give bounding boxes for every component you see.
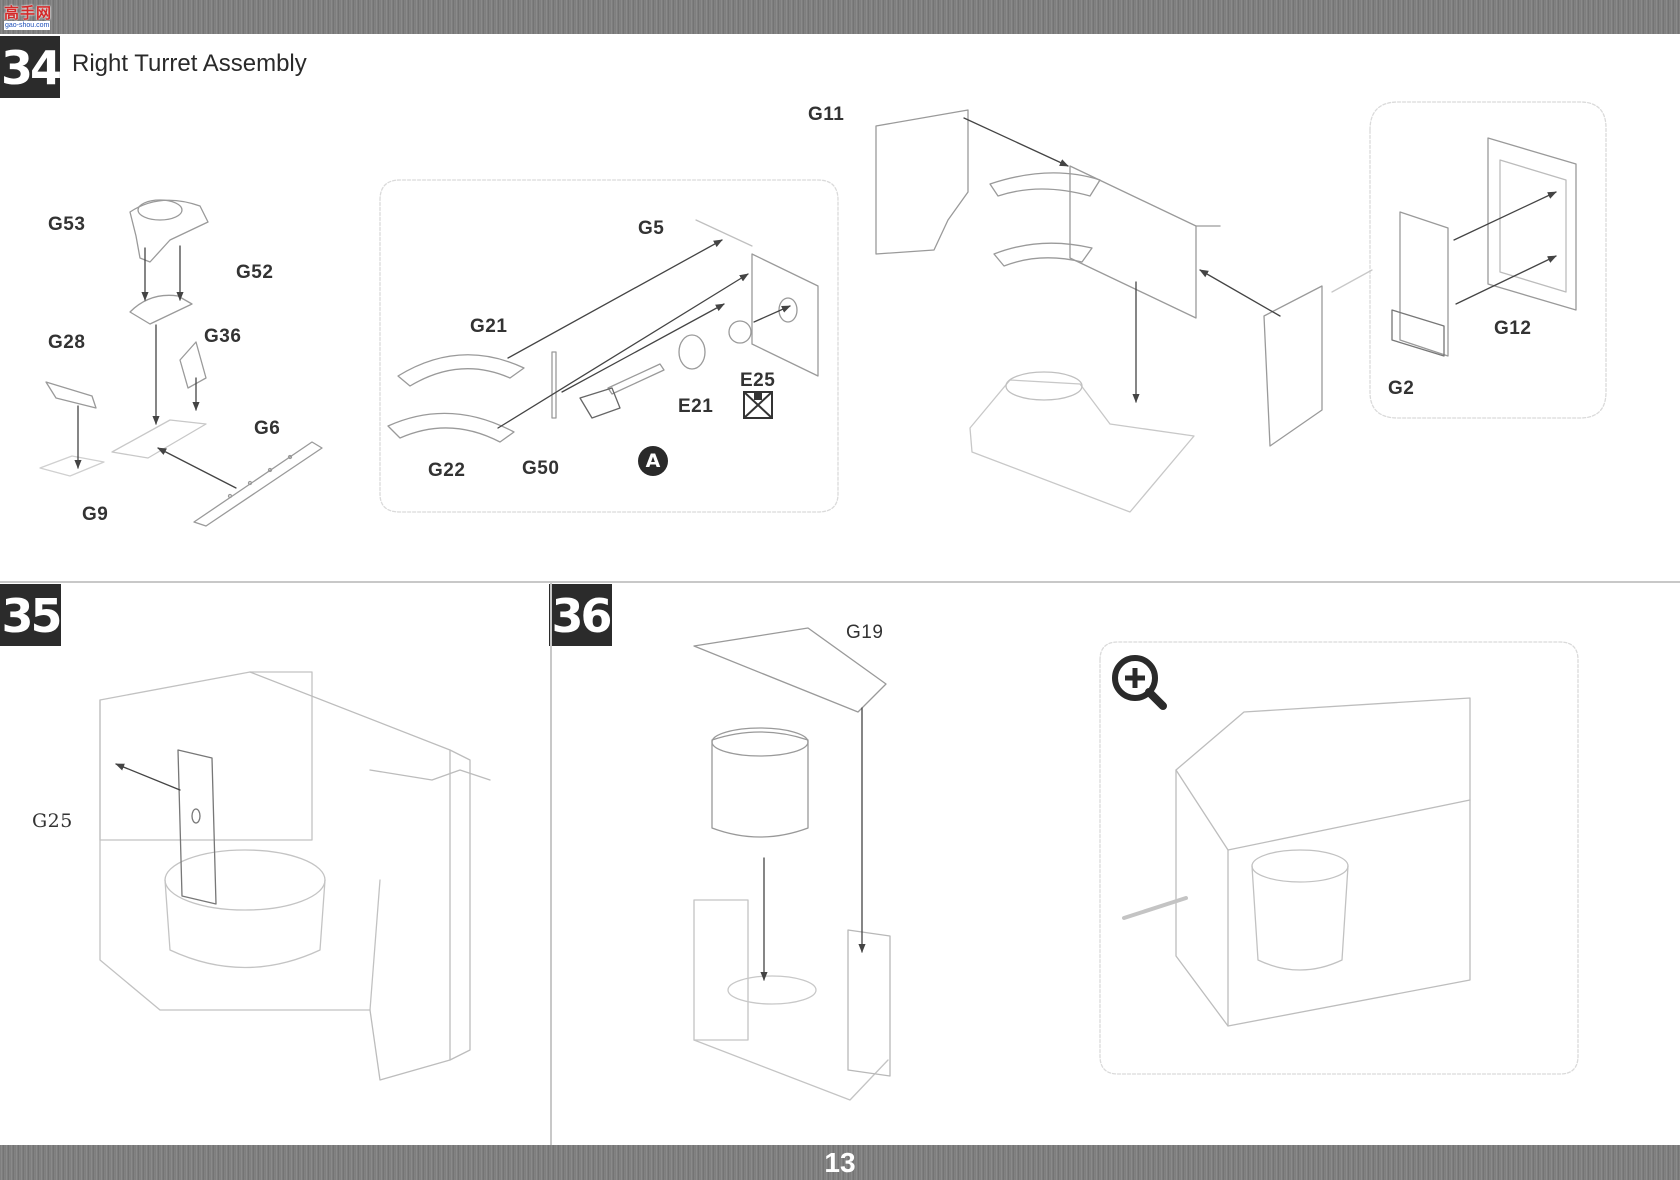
watermark-url: gao-shou.com: [4, 21, 51, 30]
part-label-e25: E25: [740, 370, 776, 391]
step34-center-panel: [379, 179, 839, 513]
part-label-g22: G22: [428, 460, 466, 481]
part-label-e21: E21: [678, 396, 714, 417]
step-34-number: 34: [0, 36, 62, 98]
bottom-band: [0, 1145, 1680, 1180]
part-label-g52: G52: [236, 262, 274, 283]
part-label-g28: G28: [48, 332, 86, 353]
zoom-in-icon: [1112, 655, 1167, 710]
step-35-number: 35: [0, 584, 63, 646]
watermark-text: 高手网: [4, 4, 53, 22]
page-number: 13: [824, 1147, 856, 1178]
part-label-g53: G53: [48, 214, 86, 235]
top-band: [0, 0, 1680, 34]
part-label-g19: G19: [846, 622, 884, 643]
part-label-g2: G2: [1388, 378, 1415, 399]
part-label-g21: G21: [470, 316, 508, 337]
part-label-g25: G25: [32, 810, 73, 832]
part-label-g6: G6: [254, 418, 281, 439]
callout-a-badge: A: [638, 446, 668, 476]
step-36-number: 36: [549, 584, 613, 646]
crossed-box-icon: [743, 391, 773, 419]
section-divider-vertical: [550, 583, 552, 1145]
part-label-g11: G11: [808, 104, 845, 125]
part-label-g12: G12: [1494, 318, 1532, 339]
part-label-g5: G5: [638, 218, 665, 239]
step34-left-parts: [39, 199, 323, 527]
step34-right-turret: [875, 101, 1607, 513]
step-34-title: Right Turret Assembly: [72, 50, 307, 77]
step36-exploded-assembly: [693, 627, 1579, 1101]
watermark-logo: 高手网 gao-shou.com: [4, 5, 68, 33]
part-label-g36: G36: [204, 326, 242, 347]
part-label-g50: G50: [522, 458, 560, 479]
section-divider-horizontal: [0, 581, 1680, 583]
part-label-g9: G9: [82, 504, 109, 525]
step35-turret-assembly: [99, 671, 491, 1081]
